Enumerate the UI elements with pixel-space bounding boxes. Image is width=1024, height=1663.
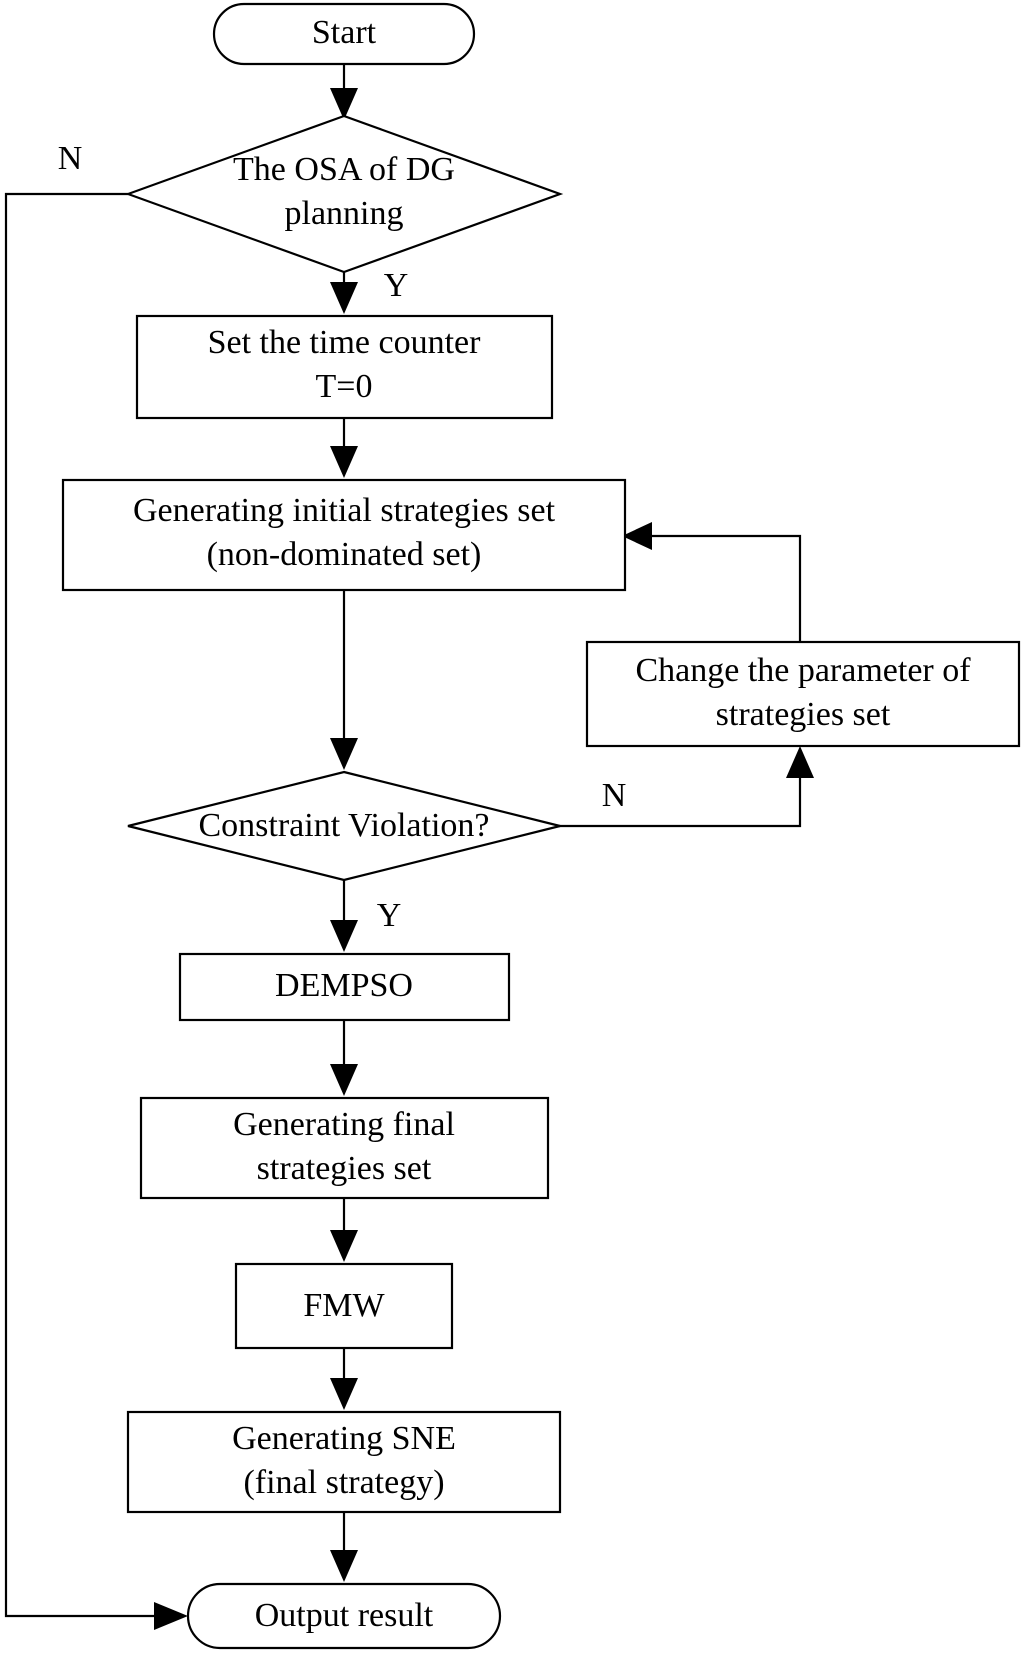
change-parameter-box: Change the parameter of strategies set	[585, 640, 1021, 748]
initial-set-box: Generating initial strategies set (non-d…	[61, 478, 627, 592]
edge-osa-no-to-output	[4, 192, 166, 1618]
arrowhead-osa	[330, 88, 358, 120]
arrowhead-dempso	[330, 920, 358, 952]
arrowhead-counter	[330, 282, 358, 314]
osa-yes-label: Y	[384, 267, 409, 304]
final-set-line2: strategies set	[257, 1150, 432, 1187]
final-set-line1: Generating final	[233, 1106, 455, 1143]
arrowhead-output-left	[154, 1602, 188, 1630]
start-label: Start	[312, 14, 377, 51]
constraint-decision-label: Constraint Violation?	[198, 807, 489, 844]
change-parameter-line2: strategies set	[716, 696, 891, 733]
edge-change-to-initial	[640, 534, 802, 642]
arrowhead-fmw	[330, 1230, 358, 1262]
arrowhead-change	[786, 746, 814, 778]
arrowhead-constraint	[330, 738, 358, 770]
sne-line2: (final strategy)	[243, 1464, 444, 1501]
arrowhead-sne	[330, 1378, 358, 1410]
start-terminal: Start	[212, 2, 476, 66]
osa-decision: The OSA of DG planning	[124, 114, 564, 274]
output-label: Output result	[255, 1597, 434, 1634]
fmw-box: FMW	[234, 1262, 454, 1350]
initial-set-line1: Generating initial strategies set	[133, 492, 556, 529]
osa-decision-line1: The OSA of DG	[233, 151, 455, 188]
edge-constraint-no-to-change	[558, 766, 802, 828]
arrowhead-final	[330, 1064, 358, 1096]
constraint-yes-label: Y	[377, 897, 402, 934]
dempso-label: DEMPSO	[275, 967, 413, 1004]
arrowhead-initial	[330, 446, 358, 478]
connectors	[4, 64, 814, 1630]
initial-set-line2: (non-dominated set)	[207, 536, 482, 573]
final-set-box: Generating final strategies set	[139, 1096, 550, 1200]
osa-no-label: N	[58, 140, 83, 177]
change-parameter-line1: Change the parameter of	[635, 652, 971, 689]
sne-box: Generating SNE (final strategy)	[126, 1410, 562, 1514]
constraint-decision: Constraint Violation?	[127, 770, 561, 882]
set-counter-line2: T=0	[316, 368, 373, 405]
set-counter-line1: Set the time counter	[208, 324, 482, 361]
fmw-label: FMW	[303, 1287, 385, 1324]
arrowhead-initial-right	[622, 522, 652, 550]
output-terminal: Output result	[186, 1582, 502, 1650]
arrowhead-output	[330, 1550, 358, 1582]
dempso-box: DEMPSO	[178, 952, 511, 1022]
osa-decision-line2: planning	[285, 195, 404, 232]
sne-line1: Generating SNE	[232, 1420, 456, 1457]
set-counter-box: Set the time counter T=0	[135, 314, 554, 420]
constraint-no-label: N	[602, 777, 627, 814]
